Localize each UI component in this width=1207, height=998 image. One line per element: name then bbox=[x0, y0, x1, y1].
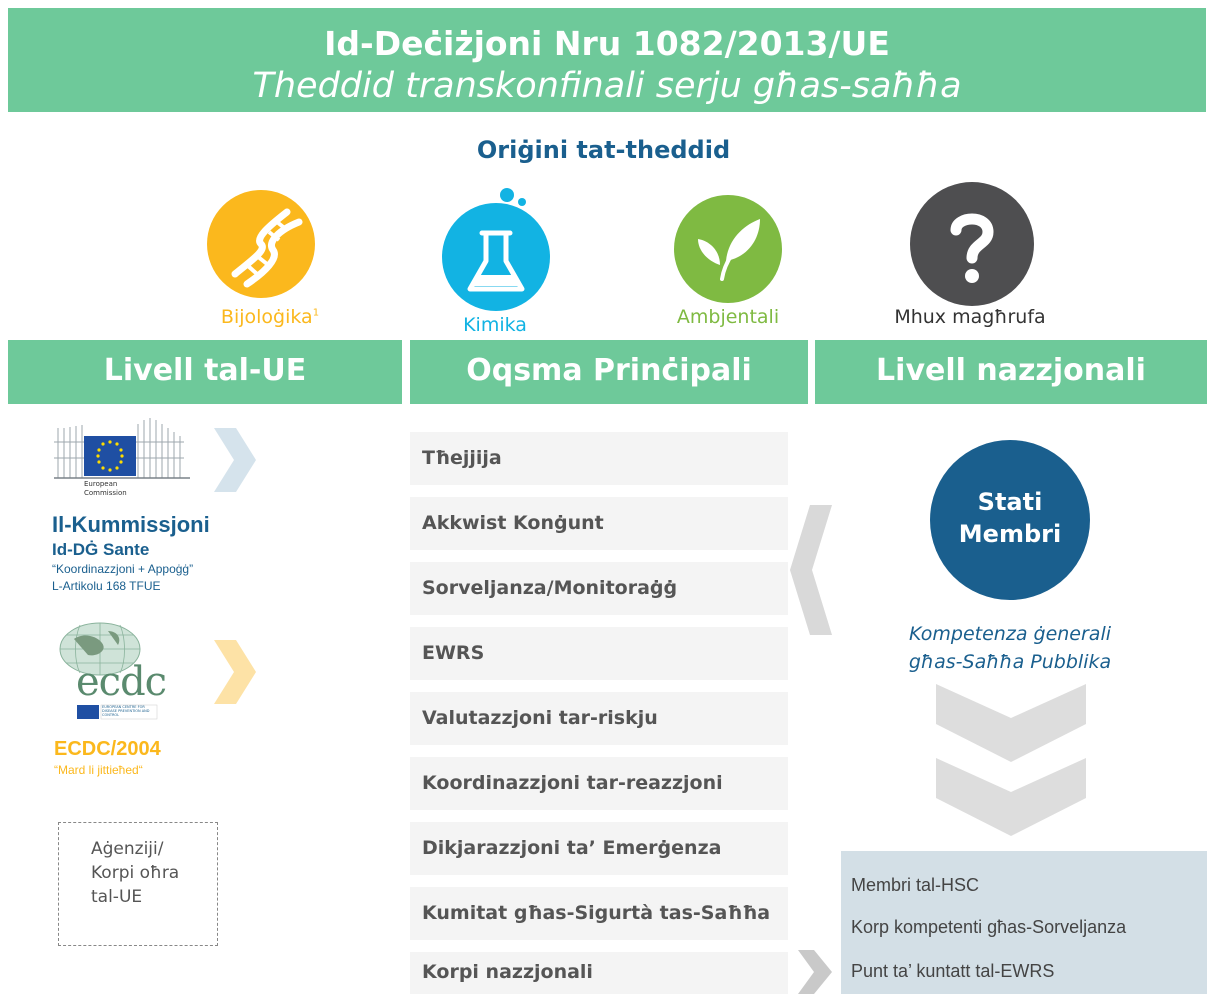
european-commission-logo: European Commission bbox=[54, 414, 190, 504]
national-body-ewrs-contact: Punt ta’ kuntatt tal-EWRS bbox=[851, 961, 1055, 981]
ecdc-role: “Mard li jittieħed“ bbox=[54, 763, 143, 777]
origin-label-chemical: Kimika bbox=[463, 314, 527, 336]
origin-label-biological: Bijoloġika1 bbox=[220, 306, 320, 328]
question-icon bbox=[910, 182, 1034, 306]
commission-article: L-Artikolu 168 TFUE bbox=[52, 579, 161, 593]
main-area-health-security-committee: Kumitat għas-Sigurtà tas-Saħħa bbox=[410, 887, 788, 940]
chevron-right-icon bbox=[210, 428, 258, 496]
origin-label-environmental: Ambjentali bbox=[676, 306, 780, 328]
bubble-icon bbox=[518, 198, 526, 206]
ec-logo-text: European Commission bbox=[84, 480, 127, 497]
bubble-icon bbox=[500, 188, 514, 202]
main-area-preparedness: Tħejjija bbox=[410, 432, 788, 485]
member-states-line1: Stati bbox=[977, 488, 1043, 516]
main-area-surveillance: Sorveljanza/Monitoraġġ bbox=[410, 562, 788, 615]
commission-role: “Koordinazzjoni + Appoġġ” bbox=[52, 562, 194, 576]
ecdc-logo-small: EUROPEAN CENTRE FOR DISEASE PREVENTION A… bbox=[102, 705, 150, 717]
chevron-right-icon bbox=[210, 640, 258, 708]
decision-title: Id-Deċiżjoni Nru 1082/2013/UE bbox=[324, 24, 890, 63]
title-banner: Id-Deċiżjoni Nru 1082/2013/UE Theddid tr… bbox=[8, 8, 1206, 112]
main-area-emergency-declaration: Dikjarazzjoni ta’ Emerġenza bbox=[410, 822, 788, 875]
chevron-down-icon bbox=[936, 684, 1086, 768]
origin-label-unknown: Mhux magħrufa bbox=[894, 306, 1046, 328]
leaf-icon bbox=[674, 195, 782, 303]
other-agencies-box: Aġenziji/ Korpi oħra tal-UE bbox=[58, 822, 218, 946]
ecdc-title: ECDC/2004 bbox=[54, 738, 161, 760]
main-area-response-coordination: Koordinazzjoni tar-reazzjoni bbox=[410, 757, 788, 810]
main-area-joint-procurement: Akkwist Konġunt bbox=[410, 497, 788, 550]
other-agencies-text: Aġenziji/ Korpi oħra tal-UE bbox=[91, 839, 180, 907]
chevron-left-icon bbox=[790, 505, 836, 639]
member-states-circle: Stati Membri bbox=[930, 440, 1090, 600]
main-area-risk-assessment: Valutazzjoni tar-riskju bbox=[410, 692, 788, 745]
member-states-line2: Membri bbox=[958, 520, 1062, 548]
national-bodies-box: Membri tal-HSC Korp kompetenti għas-Sorv… bbox=[841, 851, 1207, 994]
chevron-right-icon bbox=[796, 950, 834, 998]
ecdc-logo: ecdc EUROPEAN CENTRE FOR DISEASE PREVENT… bbox=[52, 617, 182, 727]
ecdc-logo-word: ecdc bbox=[76, 659, 167, 705]
general-competence-text: Kompetenza ġenerali għas-Saħħa Pubblika bbox=[908, 623, 1112, 673]
header-eu-level: Livell tal-UE bbox=[8, 340, 402, 404]
national-body-surveillance: Korp kompetenti għas-Sorveljanza bbox=[851, 917, 1127, 937]
main-area-national-bodies: Korpi nazzjonali bbox=[410, 952, 788, 994]
origin-title: Oriġini tat-theddid bbox=[476, 136, 731, 164]
national-body-hsc-members: Membri tal-HSC bbox=[851, 875, 980, 895]
flask-icon bbox=[442, 203, 550, 311]
commission-title: Il-Kummissjoni bbox=[52, 512, 210, 537]
chevron-down-icon bbox=[936, 758, 1086, 842]
main-area-ewrs: EWRS bbox=[410, 627, 788, 680]
header-main-areas: Oqsma Prinċipali bbox=[410, 340, 808, 404]
decision-subtitle: Theddid transkonfinali serju għas-saħħa bbox=[252, 66, 962, 106]
dna-icon bbox=[207, 190, 315, 298]
header-national-level: Livell nazzjonali bbox=[815, 340, 1207, 404]
dg-sante: Id-DĠ Sante bbox=[52, 540, 150, 559]
